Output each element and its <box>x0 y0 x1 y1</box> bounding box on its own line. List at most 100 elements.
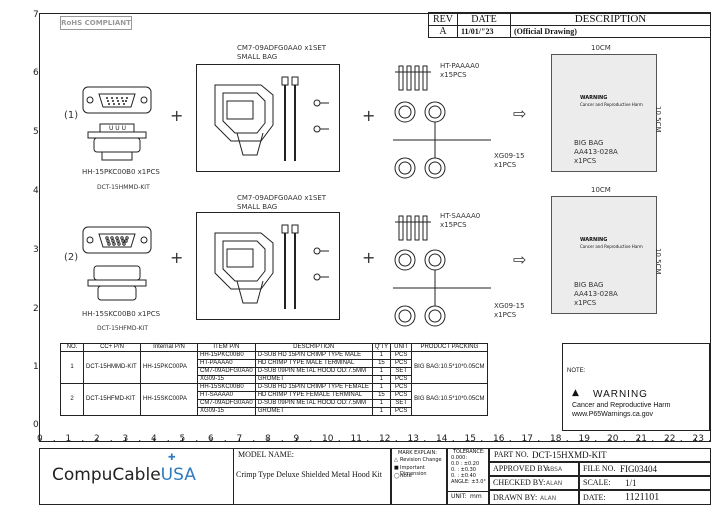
kit1-bag-height: 10.5CM <box>654 106 662 133</box>
mark-important: Important Dimension <box>400 465 427 477</box>
approved-label: APPROVED BY: <box>493 464 550 473</box>
approved-value: ABSA <box>546 466 563 473</box>
kit1-bag-part: AA413-028A <box>574 148 618 156</box>
row-unit: SET <box>390 399 413 408</box>
row-item-pn: CM7-09ADFG0AA0 <box>197 399 256 408</box>
kit2-terminals-drawing <box>395 215 431 241</box>
col-item-pn: ITEM P/N <box>197 343 256 352</box>
unit-value: mm <box>470 493 482 500</box>
row-item-pn: HT-PAAAA0 <box>197 359 256 368</box>
ruler-left-7: 7 <box>33 10 39 20</box>
parts-table-header: NO. CC+ P/N Internal P/N ITEM P/N DESCRI… <box>60 343 488 352</box>
row-unit: PCS <box>390 407 413 416</box>
note-line2: www.P65Warnings.ca.gov <box>572 411 654 418</box>
ruler-bottom-16: 16 <box>493 434 505 444</box>
hood-drawing <box>214 76 329 161</box>
brand-star-icon: ✚ <box>168 453 176 463</box>
row-item-pn: CM7-09ADFG0AA0 <box>197 367 256 376</box>
kit1-hood-bag <box>196 64 340 172</box>
row-unit: PCS <box>390 375 413 384</box>
tol-0: 0.000: <box>451 455 467 461</box>
drawing-frame <box>39 13 711 442</box>
row-description: HD CRIMP TYPE FEMALE TERMINAL <box>254 391 373 400</box>
checked-label: CHECKED BY: <box>493 478 546 487</box>
row-packing: BIG BAG:10.5*10*0.05CM <box>411 351 488 384</box>
col-cc-pn: CC+ P/N <box>83 343 141 352</box>
ruler-left-4: 4 <box>33 186 39 196</box>
col-qty: Q'TY <box>371 343 392 352</box>
ruler-bottom-23: 23 <box>692 434 704 444</box>
kit2-terminal-label: HT-SAAAA0 <box>440 212 481 220</box>
kit2-grommet-drawing <box>393 249 491 327</box>
mark-cell: MARK EXPLAIN: △ Revision Change ■ Import… <box>391 448 447 505</box>
table-row: 2 DCT-15HFMD-KIT HH-15SKC00PA HH-15SKC00… <box>60 383 488 416</box>
kit2-bag-width: 10CM <box>591 186 611 194</box>
kit1-bag-qty: x1PCS <box>574 157 597 165</box>
tol-label: TOLERANCE: <box>453 449 485 455</box>
scale-value: 1/1 <box>625 478 637 488</box>
ruler-bottom-17: 17 <box>521 434 533 444</box>
kit1-part-label: HH-15PKC00B0 x1PCS <box>82 168 160 176</box>
col-packing: PRODUCT PACKING <box>411 343 488 352</box>
ruler-bottom-18: 18 <box>550 434 562 444</box>
part-no-cell: PART NO. DCT-15HXMD-KIT <box>489 448 711 462</box>
row-unit: SET <box>390 367 413 376</box>
scale-cell: SCALE: 1/1 <box>579 476 711 490</box>
arrow-right-icon: ⇨ <box>513 250 527 269</box>
kit2-bag-label: BIG BAG <box>574 281 604 289</box>
ruler-left-6: 6 <box>33 68 39 78</box>
tol-1: 0.0 : ±0.20 <box>451 461 480 467</box>
approved-cell: APPROVED BY: ABSA <box>489 462 579 476</box>
kit1-kit-label: DCT-15HMMD-KIT <box>97 184 150 191</box>
brand-logo: CompuCableUSA <box>52 465 196 485</box>
date-block-label: DATE: <box>583 493 606 502</box>
kit2-index: (2) <box>64 252 79 263</box>
kit2-part-label: HH-15SKC00B0 x1PCS <box>82 310 161 318</box>
arrow-right-icon: ⇨ <box>513 104 527 123</box>
kit2-big-bag: WARNING Cancer and Reproductive Harm BIG… <box>551 196 657 314</box>
checked-value: ALAN <box>546 480 563 487</box>
row-no: 2 <box>60 383 84 416</box>
unit-label: UNIT: <box>451 493 467 500</box>
file-no-label: FILE NO. <box>583 464 616 473</box>
ruler-left-3: 3 <box>33 245 39 255</box>
kit2-bag-warning: WARNING <box>580 237 608 243</box>
row-item-pn: XG09-15 <box>197 375 256 384</box>
drawn-value: ALAN <box>540 495 557 502</box>
brand-suffix: USA <box>160 465 196 485</box>
kit1-grommet-qty: x1PCS <box>494 161 517 169</box>
tolerance-cell: TOLERANCE: 0.000: 0.0 : ±0.20 0. : ±0.30… <box>447 448 489 505</box>
kit1-connector-drawing: U U U <box>82 86 152 161</box>
kit2-bag-qty: x1PCS <box>574 299 597 307</box>
hood-drawing <box>214 224 329 309</box>
row-unit: PCS <box>390 359 413 368</box>
row-description: GROMET <box>254 407 373 416</box>
table-row: 1 DCT-15HMMD-KIT HH-15PKC00PA HH-15PKC00… <box>60 351 488 384</box>
kit2-bag-warning-text: Cancer and Reproductive Harm <box>580 244 643 249</box>
kit2-grommet-qty: x1PCS <box>494 311 517 319</box>
warning-triangle-icon: ▲ <box>572 388 579 398</box>
row-qty: 15 <box>371 359 392 368</box>
row-packing: BIG BAG:10.5*10*0.05CM <box>411 383 488 416</box>
note-box: NOTE: ▲ WARNING Cancer and Reproductive … <box>562 343 710 431</box>
row-no: 1 <box>60 351 84 384</box>
revision-mark-icon: △ <box>394 457 398 463</box>
row-qty: 1 <box>371 375 392 384</box>
part-no-label: PART NO. <box>494 450 529 459</box>
row-unit: PCS <box>390 383 413 392</box>
kit1-bag-label: BIG BAG <box>574 139 604 147</box>
ruler-bottom-14: 14 <box>436 434 448 444</box>
tol-angle: ANGLE: ±3.0° <box>451 479 486 485</box>
kit1-terminal-label: HT-PAAAA0 <box>440 62 480 70</box>
date-block-value: 1121101 <box>625 492 660 503</box>
row-description: D-SUB HD 15PIN CRIMP TYPE FEMALE <box>254 383 373 392</box>
note-mark-icon: ◯ <box>394 473 400 479</box>
kit2-connector-drawing <box>82 226 152 301</box>
ruler-bottom-10: 10 <box>322 434 334 444</box>
col-internal-pn: Internal P/N <box>140 343 198 352</box>
kit2-hood-sub: SMALL BAG <box>237 203 278 211</box>
kit2-hood-label: CM7-09ADFG0AA0 x1SET <box>237 194 327 202</box>
row-qty: 1 <box>371 367 392 376</box>
ruler-left-5: 5 <box>33 127 39 137</box>
